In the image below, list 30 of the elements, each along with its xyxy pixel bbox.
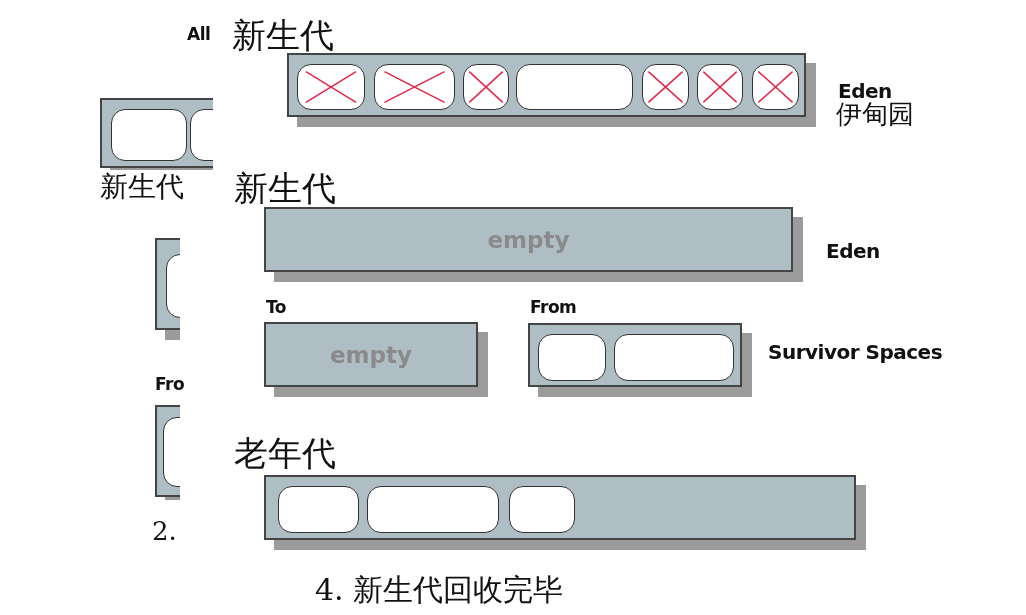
object-block: [697, 64, 743, 110]
memory-region-bar: [100, 98, 213, 168]
caption: 4. 新生代回收完毕: [315, 571, 564, 609]
object-block: [463, 64, 509, 110]
status-text: empty: [486, 226, 571, 253]
status-text: empty: [329, 341, 413, 368]
object-block: [374, 64, 455, 110]
object-block: [367, 486, 499, 533]
section-heading: 新生代: [234, 167, 336, 210]
object-block: [509, 486, 575, 533]
object-block: [538, 334, 606, 381]
step-number: 2.: [152, 516, 177, 546]
section-heading: 新生代: [100, 169, 184, 205]
section-heading: 新生代: [232, 14, 334, 57]
object-block: [111, 109, 187, 161]
object-block: [642, 64, 689, 110]
region-label: 伊甸园: [836, 101, 914, 127]
region-label: Eden: [838, 79, 892, 103]
space-label: To: [266, 297, 287, 317]
object-block: [614, 334, 734, 381]
section-heading: 老年代: [234, 432, 336, 475]
region-label: Survivor Spaces: [768, 340, 943, 364]
object-block: [297, 64, 365, 110]
region-label: Eden: [826, 239, 880, 263]
label-text: Fro: [155, 374, 185, 394]
space-label: From: [530, 297, 577, 317]
object-block: [516, 64, 633, 110]
object-block: [752, 64, 799, 110]
label-text: All: [187, 24, 211, 44]
object-block: [278, 486, 359, 533]
